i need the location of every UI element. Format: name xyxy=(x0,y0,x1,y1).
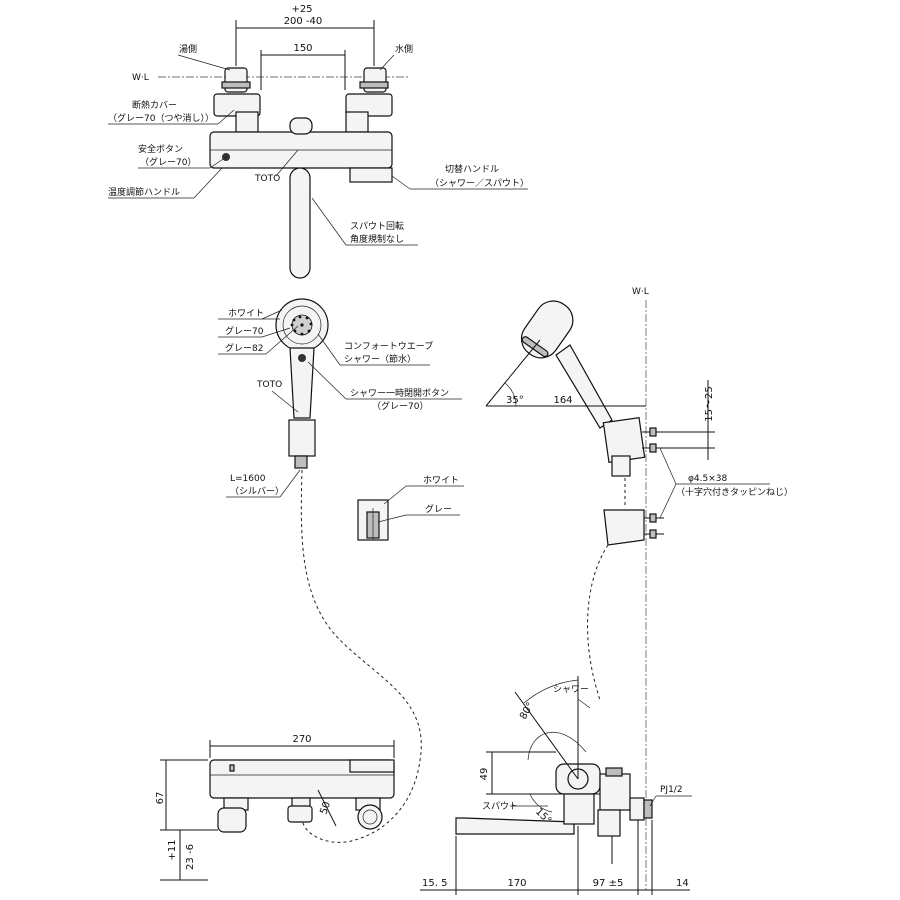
shower-side-label: シャワー xyxy=(553,685,589,695)
wl-top-label: W·L xyxy=(132,73,149,83)
faucet-front-view: W·L +25 200 -40 150 湯側 水側 xyxy=(108,4,529,279)
comfort-wave-label: コンフォートウエーブ xyxy=(344,340,433,352)
spout-rotation-sub: 角度規制なし xyxy=(350,233,404,245)
dim-15-25: 15～25 xyxy=(704,386,715,421)
dim-270: 270 xyxy=(292,734,311,745)
dim-top-200: 200 -40 xyxy=(284,16,323,27)
cold-side-label: 水側 xyxy=(395,43,413,55)
gray70-label-1: グレー70 xyxy=(225,325,264,337)
insulation-cover-sub: （グレー70（つや消し）） xyxy=(108,112,214,124)
faucet-bottom-view: 270 67 50 +11 23 -6 xyxy=(155,734,395,881)
dim-97: 97 ±5 xyxy=(593,878,624,889)
dim-67: 67 xyxy=(155,792,166,805)
spout-side-label: スパウト xyxy=(482,801,518,812)
white-label-2: ホワイト xyxy=(423,475,459,486)
safety-button-sub: （グレー70） xyxy=(140,156,196,168)
shower-stop-sub: （グレー70） xyxy=(372,400,428,412)
screw-label: φ4.5×38 xyxy=(688,474,728,484)
dim-50: 50 xyxy=(318,800,333,816)
white-label-1: ホワイト xyxy=(228,308,264,319)
toto-label-1: TOTO xyxy=(254,174,280,184)
comfort-wave-sub: シャワー（節水） xyxy=(344,353,416,365)
dim-23-6: 23 -6 xyxy=(185,844,196,870)
hose-label: L=1600 xyxy=(230,474,266,484)
holder-part-view: ホワイト グレー xyxy=(357,475,464,541)
shower-stop-button-icon xyxy=(298,354,306,362)
dim-170: 170 xyxy=(507,878,526,889)
gray82-label: グレー82 xyxy=(225,342,263,354)
dim-plus11: +11 xyxy=(167,839,178,860)
insulation-cover-label: 断熱カバー xyxy=(132,99,177,111)
switch-handle-sub: （シャワー／スパウト） xyxy=(430,178,529,189)
toto-label-2: TOTO xyxy=(256,380,282,390)
switch-handle-label: 切替ハンドル xyxy=(445,163,499,175)
safety-button-label: 安全ボタン xyxy=(138,143,183,155)
dim-top-150: 150 xyxy=(293,43,312,54)
dim-15-5: 15. 5 xyxy=(422,878,447,889)
wl-right-label: W·L xyxy=(632,287,649,297)
hose-sub: （シルバー） xyxy=(230,486,284,497)
temp-handle-label: 温度調節ハンドル xyxy=(108,186,180,198)
dim-14: 14 xyxy=(676,878,689,889)
shower-side-view: W·L 35° 164 xyxy=(485,287,793,890)
hot-side-label: 湯側 xyxy=(179,43,197,55)
gray-label-2: グレー xyxy=(425,503,452,515)
shower-stop-label: シャワー一時閉開ボタン xyxy=(350,388,449,399)
dim-top-plus: +25 xyxy=(291,4,312,15)
screw-sub: （十字穴付きタッピンねじ） xyxy=(676,486,793,498)
dim-angle-35: 35° xyxy=(506,395,524,406)
spout-rotation-label: スパウト回転 xyxy=(350,221,404,232)
dim-164: 164 xyxy=(553,395,572,406)
dim-49: 49 xyxy=(479,768,490,781)
pj-label: PJ1/2 xyxy=(660,785,683,795)
faucet-side-view: 80° シャワー 15° スパウト 49 PJ1/2 15. 5 170 97 … xyxy=(420,676,692,895)
shower-head-view: ホワイト グレー70 グレー82 コンフォートウエーブ シャワー（節水） TOT… xyxy=(218,298,462,843)
